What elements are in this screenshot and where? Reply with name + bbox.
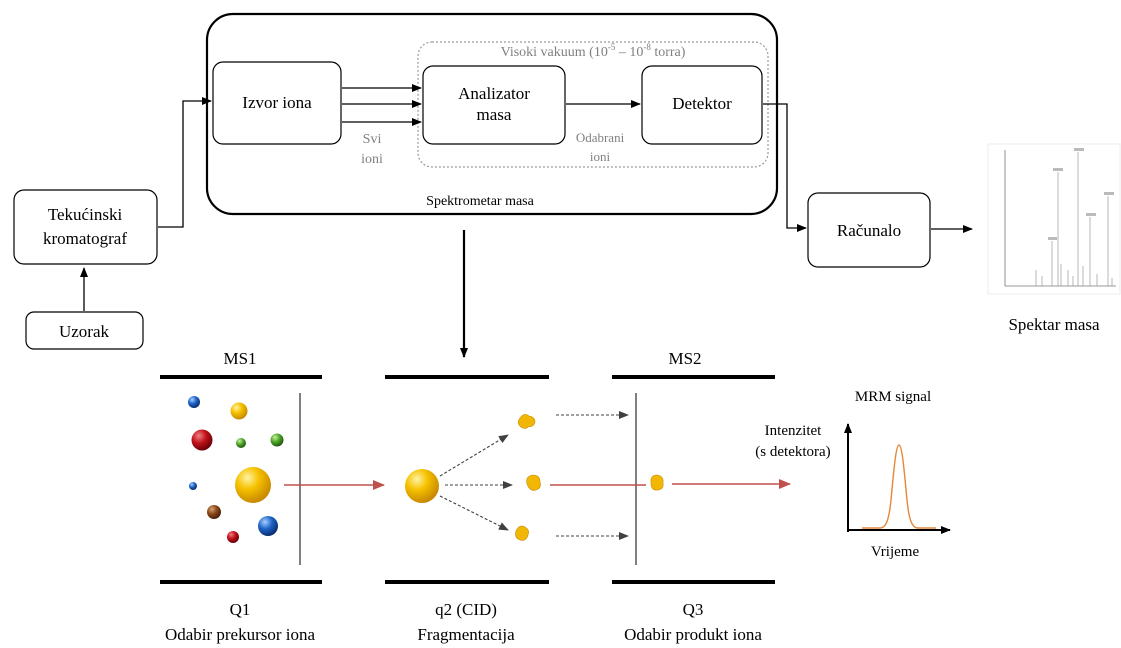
- intensity-label-1: Intenzitet: [765, 423, 822, 439]
- detector-label: Detektor: [672, 94, 732, 113]
- sample-box: [25, 311, 144, 350]
- q2-name: q2 (CID): [435, 600, 497, 619]
- selected-ions-label-2: ioni: [590, 149, 611, 164]
- product-ion-fragment-1: [517, 414, 536, 429]
- mass-spectrometer-label: Spektrometar masa: [426, 194, 534, 209]
- mass-analyzer-box: [422, 65, 566, 145]
- mass-analyzer-label-1: Analizator: [458, 84, 530, 103]
- q1-description: Odabir prekursor iona: [165, 625, 316, 644]
- q2-rod-top: [385, 375, 549, 379]
- q3-name: Q3: [683, 600, 704, 619]
- lc-to-ion-source-arrow: [158, 97, 212, 228]
- mass-spectrometer-box: [205, 12, 779, 216]
- precursor-ion-in-collision-cell: [405, 469, 439, 503]
- q1-rod-top: [160, 375, 322, 379]
- q1-rod-bottom: [160, 580, 322, 584]
- liquid-chromatograph-box: [13, 189, 158, 265]
- computer-label: Računalo: [837, 221, 901, 240]
- all-ions-label-2: ioni: [361, 152, 383, 167]
- all-ions-label-1: Svi: [363, 132, 382, 147]
- q2-rod-bottom: [385, 580, 549, 584]
- mrm-peak-trace: [862, 444, 936, 529]
- q2-description: Fragmentacija: [417, 625, 515, 644]
- mass-analyzer-label-2: masa: [477, 105, 512, 124]
- ion-source-label: Izvor iona: [242, 93, 312, 112]
- mass-spectrum-label: Spektar masa: [1008, 315, 1100, 334]
- precursor-ion-mixture: [188, 396, 284, 543]
- time-label: Vrijeme: [871, 544, 920, 560]
- product-ion-fragment-3: [515, 525, 529, 541]
- q3-rod-bottom: [612, 580, 775, 584]
- mass-spectrum-thumbnail: [987, 143, 1121, 295]
- q3-rod-top: [612, 375, 775, 379]
- fragmentation-arrow-down: [439, 495, 509, 531]
- selected-product-ion: [650, 474, 664, 491]
- vacuum-label: Visoki vakuum (10-5 – 10-8 torra): [501, 42, 686, 60]
- q1-name: Q1: [230, 600, 251, 619]
- liquid-chromatograph-label-1: Tekućinski: [48, 205, 123, 224]
- fragmentation-arrow-up: [439, 434, 509, 477]
- liquid-chromatograph-label-2: kromatograf: [43, 229, 127, 248]
- ms2-label: MS2: [668, 349, 701, 368]
- selected-ions-label-1: Odabrani: [576, 130, 625, 145]
- detector-box: [641, 65, 763, 145]
- detector-to-computer-arrow: [763, 103, 807, 232]
- sample-label: Uzorak: [59, 322, 110, 341]
- mrm-signal-title: MRM signal: [855, 389, 931, 405]
- ms1-label: MS1: [223, 349, 256, 368]
- intensity-label-2: (s detektora): [755, 444, 830, 460]
- q3-description: Odabir produkt iona: [624, 625, 762, 644]
- product-ion-fragment-2: [526, 474, 541, 491]
- computer-box: [807, 192, 931, 268]
- ion-source-box: [212, 61, 342, 145]
- selected-precursor-ion: [235, 467, 271, 503]
